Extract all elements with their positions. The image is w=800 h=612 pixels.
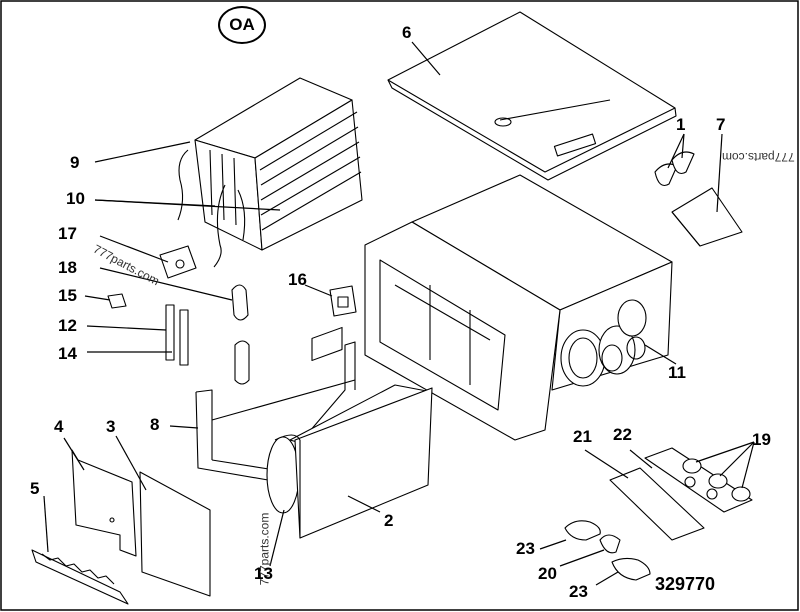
callout-label: 6 xyxy=(402,23,412,42)
callout-label: 17 xyxy=(58,224,77,243)
callout-label: 21 xyxy=(573,427,592,446)
main-housing-part xyxy=(364,174,673,441)
blower-assembly-part xyxy=(266,326,433,539)
callout-label: 16 xyxy=(288,270,307,289)
seal-strip-part xyxy=(31,549,129,605)
callout-label: 13 xyxy=(254,564,273,583)
callout-label: 2 xyxy=(384,511,394,530)
callout-label: 9 xyxy=(70,153,80,172)
valve-block-part xyxy=(159,245,197,279)
cover-panel-part xyxy=(71,449,137,557)
callout-label: 11 xyxy=(668,363,686,382)
evaporator-coil-part xyxy=(177,77,363,268)
callout-label: 23 xyxy=(569,582,588,601)
section-tag: OA xyxy=(218,6,266,44)
callout-label: 14 xyxy=(58,344,77,363)
switch-part xyxy=(329,285,357,317)
duct-outlet-part xyxy=(654,151,695,187)
callout-label: 4 xyxy=(54,417,64,436)
callout-label: 15 xyxy=(58,286,77,305)
callout-label: 22 xyxy=(613,425,632,444)
small-fitting-part xyxy=(107,293,127,309)
callout-label: 10 xyxy=(66,189,85,208)
callout-label: 19 xyxy=(752,430,771,449)
diagram-id: 329770 xyxy=(655,574,716,594)
callout-label: 1 xyxy=(676,115,686,134)
mounting-frame-part xyxy=(195,341,356,481)
watermark: 777parts.com xyxy=(722,150,795,164)
mounting-plate-part xyxy=(609,447,753,541)
side-panel-part xyxy=(139,471,211,597)
callout-label: 5 xyxy=(30,479,40,498)
callout-label: 8 xyxy=(150,415,160,434)
fitting-part xyxy=(231,284,250,385)
grommet-part xyxy=(682,458,751,502)
top-cover-part xyxy=(387,11,677,181)
callout-label: 23 xyxy=(516,539,535,558)
callout-label: 12 xyxy=(58,316,77,335)
callout-label: 3 xyxy=(106,417,116,436)
callout-label: 18 xyxy=(58,258,77,277)
clamp-part xyxy=(564,520,651,581)
callout-label: 20 xyxy=(538,564,557,583)
callout-label: 7 xyxy=(716,115,726,134)
pipe-assembly-part xyxy=(165,304,189,366)
louver-part xyxy=(671,187,743,247)
leader-lines xyxy=(43,41,755,586)
